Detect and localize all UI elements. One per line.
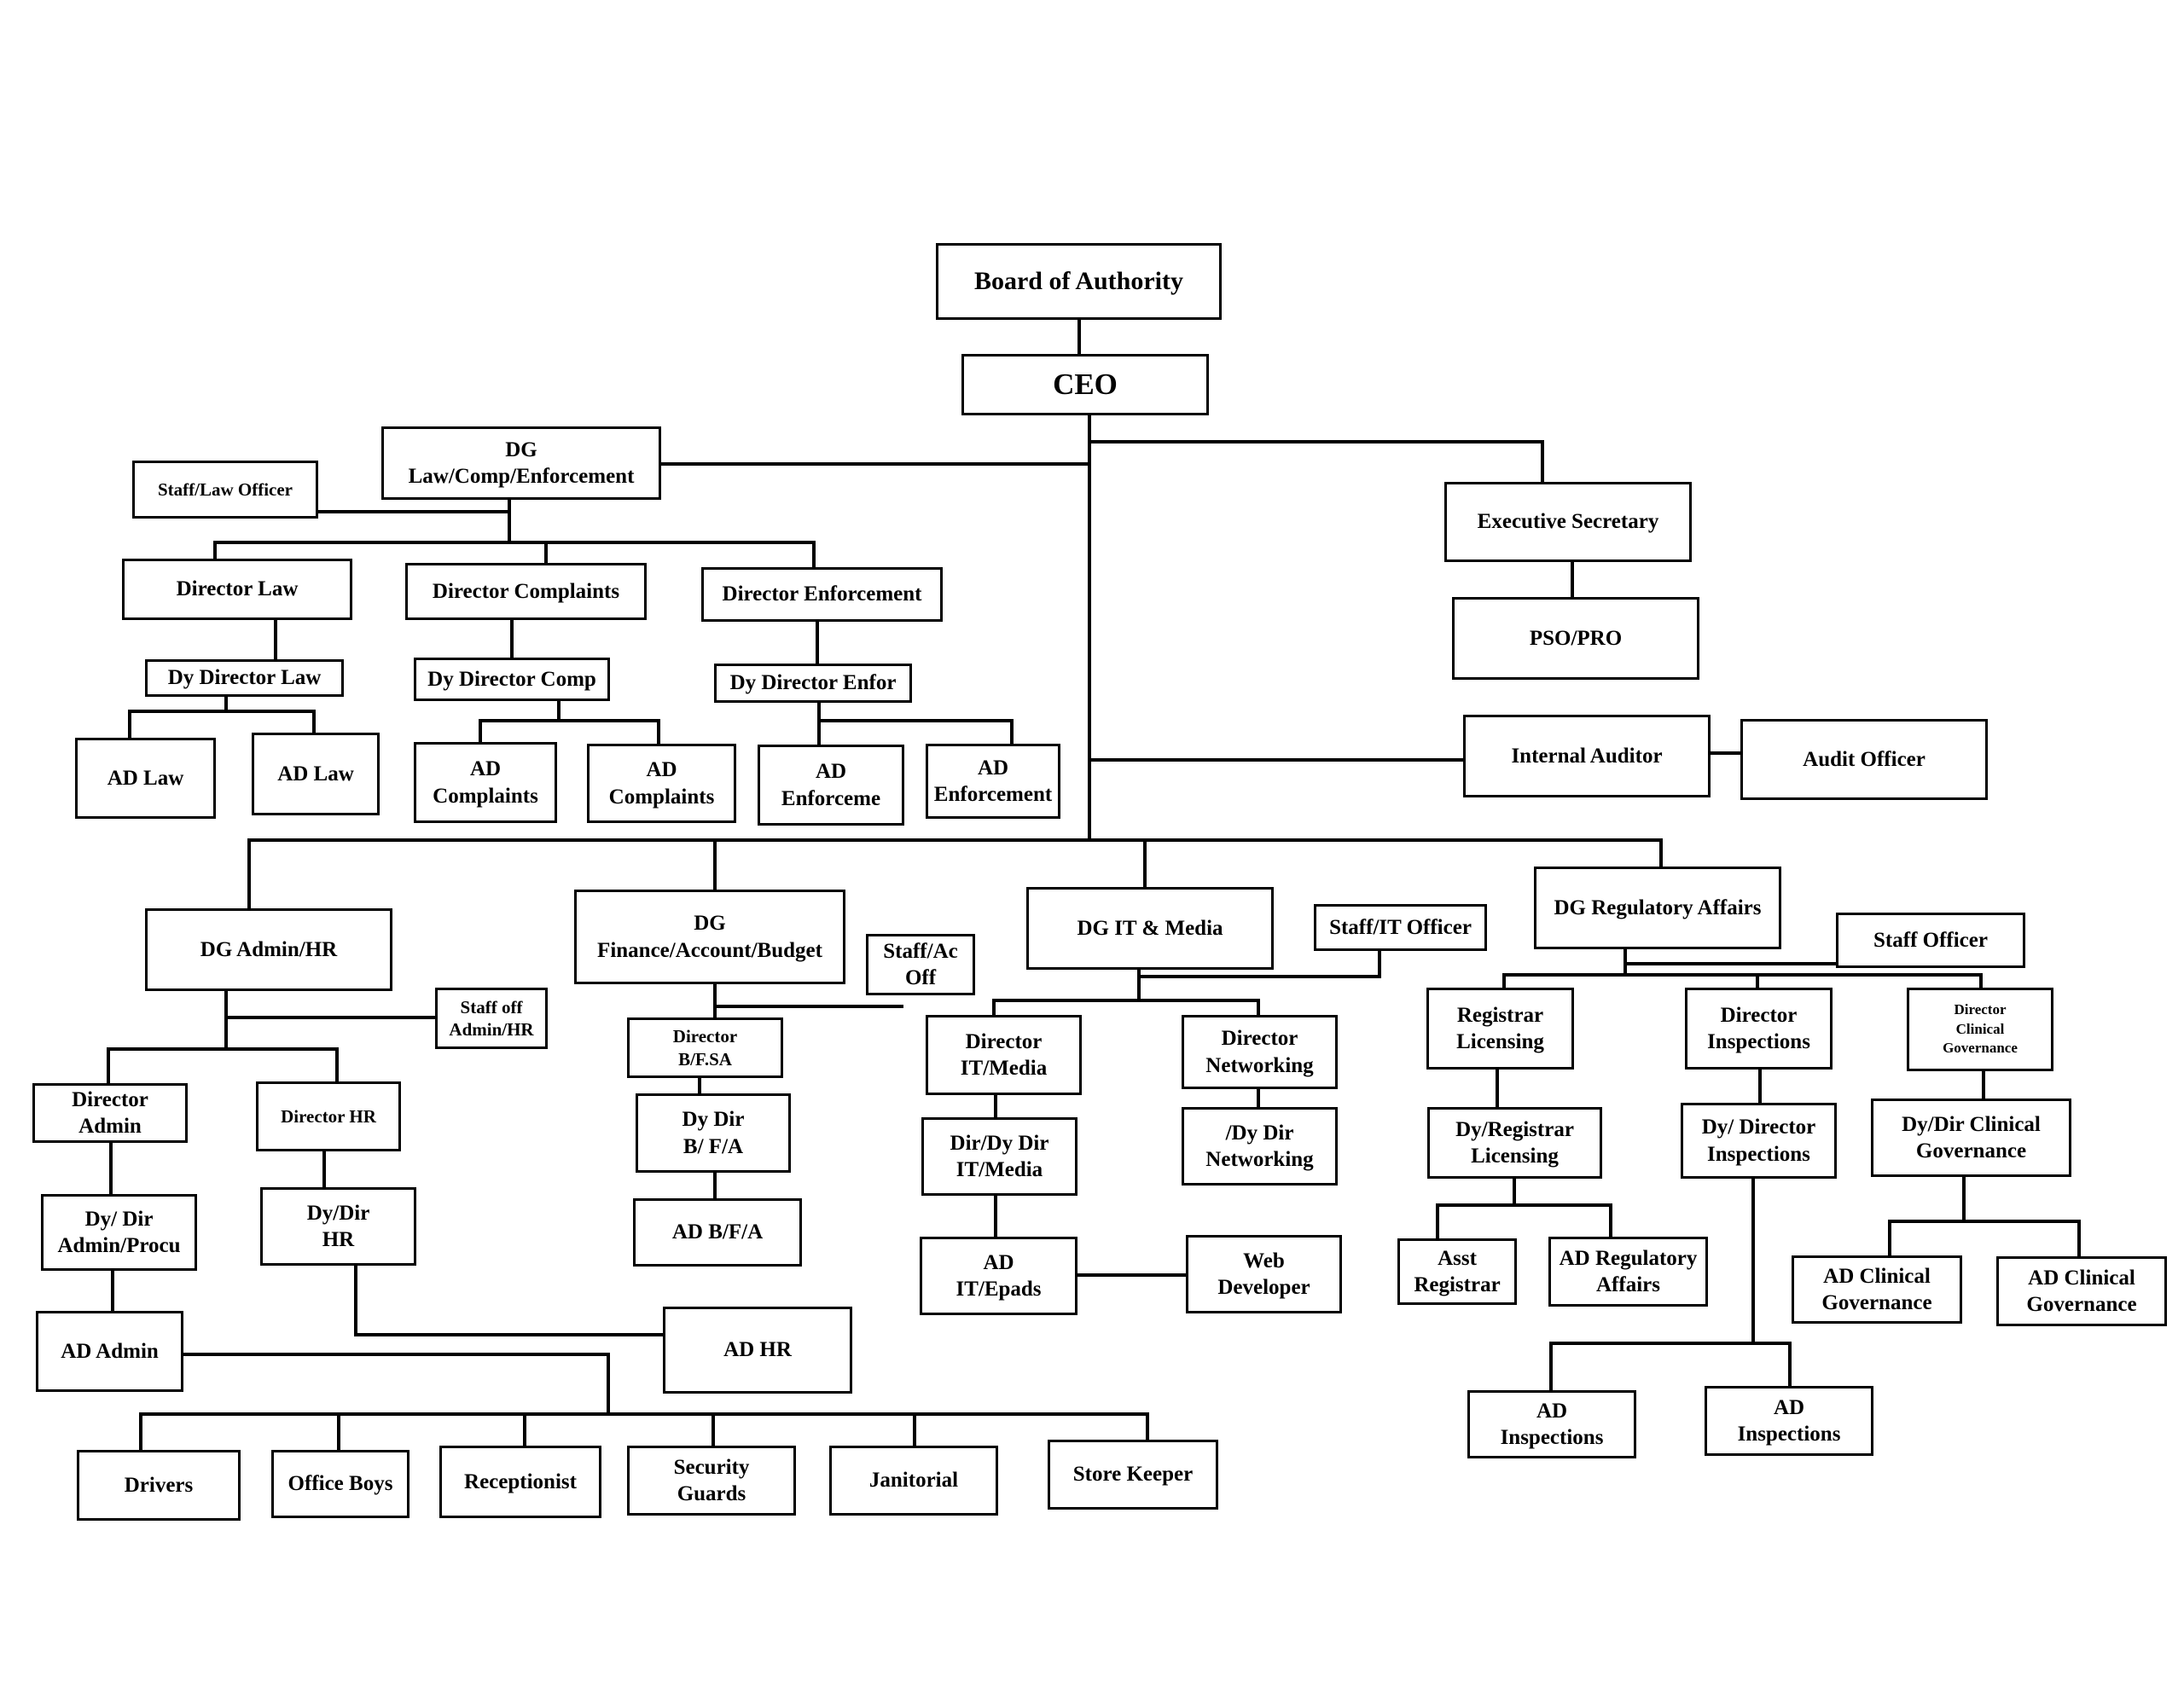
node-web-developer: Web Developer bbox=[1186, 1235, 1342, 1313]
node-director-it-media: Director IT/Media bbox=[926, 1015, 1082, 1095]
node-janitorial: Janitorial bbox=[829, 1446, 998, 1516]
node-dg-admin-hr: DG Admin/HR bbox=[145, 908, 392, 991]
node-dg-it-media: DG IT & Media bbox=[1026, 887, 1274, 970]
node-director-enforcement: Director Enforcement bbox=[701, 567, 943, 622]
node-audit-officer: Audit Officer bbox=[1740, 719, 1988, 800]
node-director-networking: Director Networking bbox=[1182, 1015, 1338, 1089]
node-registrar-licensing: Registrar Licensing bbox=[1426, 988, 1574, 1070]
node-dy-director-inspections: Dy/ Director Inspections bbox=[1681, 1103, 1837, 1179]
node-dir-dy-dir-it-media: Dir/Dy Dir IT/Media bbox=[921, 1117, 1077, 1196]
node-dy-dir-bfa: Dy Dir B/ F/A bbox=[636, 1093, 791, 1173]
node-drivers: Drivers bbox=[77, 1450, 241, 1521]
node-dy-dir-networking: /Dy Dir Networking bbox=[1182, 1107, 1338, 1186]
node-staff-ac-off: Staff/Ac Off bbox=[866, 934, 975, 995]
node-ad-law-1: AD Law bbox=[75, 738, 216, 819]
node-board-of-authority: Board of Authority bbox=[936, 243, 1222, 320]
node-office-boys: Office Boys bbox=[271, 1450, 410, 1518]
node-dy-registrar-licensing: Dy/Registrar Licensing bbox=[1427, 1107, 1602, 1179]
node-dy-dir-hr: Dy/Dir HR bbox=[260, 1187, 416, 1266]
node-director-hr: Director HR bbox=[256, 1081, 401, 1151]
node-dg-regulatory-affairs: DG Regulatory Affairs bbox=[1534, 867, 1781, 949]
node-director-clinical-governance: Director Clinical Governance bbox=[1907, 988, 2053, 1071]
node-dy-dir-admin-procu: Dy/ Dir Admin/Procu bbox=[41, 1194, 197, 1271]
node-director-bfsa: Director B/F.SA bbox=[627, 1017, 783, 1078]
node-staff-officer: Staff Officer bbox=[1836, 913, 2025, 968]
node-dy-director-law: Dy Director Law bbox=[145, 659, 344, 697]
node-security-guards: Security Guards bbox=[627, 1446, 796, 1516]
node-ad-complaints-1: AD Complaints bbox=[414, 742, 557, 823]
node-dy-director-enfor: Dy Director Enfor bbox=[714, 664, 912, 703]
node-ad-enforceme: AD Enforceme bbox=[758, 745, 904, 826]
node-staff-it-officer: Staff/IT Officer bbox=[1314, 904, 1487, 951]
node-ad-enforcement: AD Enforcement bbox=[926, 744, 1060, 819]
node-ad-bfa: AD B/F/A bbox=[633, 1198, 802, 1267]
node-ad-inspections-1: AD Inspections bbox=[1467, 1390, 1636, 1458]
node-director-inspections: Director Inspections bbox=[1685, 988, 1833, 1070]
node-ad-inspections-2: AD Inspections bbox=[1705, 1386, 1873, 1456]
node-ad-admin: AD Admin bbox=[36, 1311, 183, 1392]
node-staff-law-officer: Staff/Law Officer bbox=[132, 461, 318, 519]
node-receptionist: Receptionist bbox=[439, 1446, 601, 1518]
node-dy-director-comp: Dy Director Comp bbox=[414, 658, 610, 701]
node-ceo: CEO bbox=[961, 354, 1209, 415]
node-dg-law-comp-enforcement: DG Law/Comp/Enforcement bbox=[381, 426, 661, 500]
node-dy-dir-clinical-governance: Dy/Dir Clinical Governance bbox=[1871, 1099, 2071, 1177]
node-asst-registrar: Asst Registrar bbox=[1397, 1238, 1517, 1305]
node-ad-it-epads: AD IT/Epads bbox=[920, 1237, 1077, 1315]
node-ad-regulatory-affairs: AD Regulatory Affairs bbox=[1548, 1237, 1708, 1307]
node-director-admin: Director Admin bbox=[32, 1083, 188, 1143]
node-staff-off-admin-hr: Staff off Admin/HR bbox=[435, 988, 548, 1049]
node-ad-hr: AD HR bbox=[663, 1307, 852, 1394]
node-ad-clinical-governance-2: AD Clinical Governance bbox=[1996, 1256, 2167, 1326]
node-ad-complaints-2: AD Complaints bbox=[587, 744, 736, 823]
node-director-complaints: Director Complaints bbox=[405, 563, 647, 620]
node-store-keeper: Store Keeper bbox=[1048, 1440, 1218, 1510]
node-director-law: Director Law bbox=[122, 559, 352, 620]
node-executive-secretary: Executive Secretary bbox=[1444, 482, 1692, 562]
node-ad-law-2: AD Law bbox=[252, 733, 380, 815]
node-ad-clinical-governance-1: AD Clinical Governance bbox=[1792, 1255, 1962, 1324]
node-dg-finance-account-budget: DG Finance/Account/Budget bbox=[574, 890, 845, 984]
node-internal-auditor: Internal Auditor bbox=[1463, 715, 1711, 797]
node-pso-pro: PSO/PRO bbox=[1452, 597, 1699, 680]
